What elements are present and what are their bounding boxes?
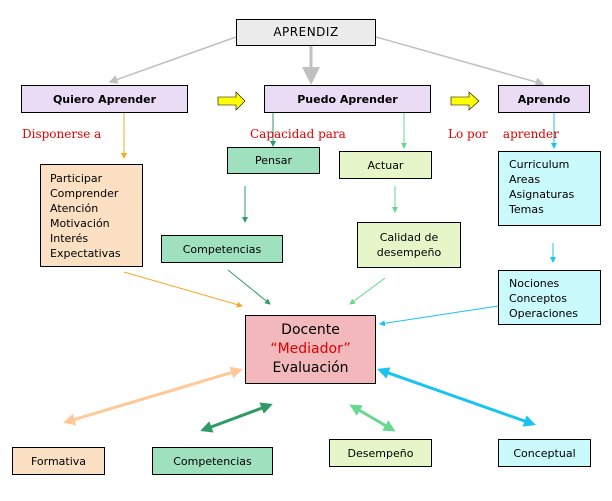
list-item: Expectativas xyxy=(50,247,121,260)
list-item: Nociones xyxy=(509,277,560,290)
eval-conceptual-box: Conceptual xyxy=(498,439,591,467)
yellow-arrow-1 xyxy=(217,91,246,111)
calidad-line2: desempeño xyxy=(376,246,442,259)
aprendiz-title: APRENDIZ xyxy=(273,25,339,39)
stage-label: Aprendo xyxy=(517,92,571,106)
arrow-docente-conceptual xyxy=(377,367,536,427)
competencias-label: Competencias xyxy=(182,242,262,256)
arrow-calidad-docente xyxy=(349,277,386,305)
pensar-label: Pensar xyxy=(255,154,292,167)
aprendiz-box: APRENDIZ xyxy=(236,19,376,46)
arrow-docente-formativa xyxy=(63,366,243,426)
list-item: Interés xyxy=(50,232,89,245)
stage-quiero-aprender: Quiero Aprender xyxy=(21,85,188,113)
calidad-line1: Calidad de xyxy=(379,231,439,244)
actuar-label: Actuar xyxy=(367,158,404,172)
competencias-box: Competencias xyxy=(161,235,283,263)
list-item: Participar xyxy=(50,172,103,185)
eval-competencias-box: Competencias xyxy=(152,447,273,475)
evaluacion-line: Evaluación xyxy=(272,360,349,376)
docente-line: Docente xyxy=(281,322,340,338)
arrow-nociones-docente xyxy=(379,305,499,327)
nociones-box: Nociones Conceptos Operaciones xyxy=(498,270,601,325)
eval-label: Formativa xyxy=(30,454,87,468)
eval-desempeno-box: Desempeño xyxy=(329,439,432,467)
caption-capacidad: Capacidad para xyxy=(250,127,346,141)
eval-label: Desempeño xyxy=(347,446,414,460)
calidad-box: Calidad de desempeño xyxy=(357,222,461,268)
arrow-competencias-docente xyxy=(227,269,271,305)
stage-puedo-aprender: Puedo Aprender xyxy=(264,85,431,113)
pensar-box: Pensar xyxy=(227,147,320,174)
docente-mediador-box: Docente “Mediador” Evaluación xyxy=(245,315,376,384)
eval-label: Competencias xyxy=(173,454,252,468)
quiero-list-box: Participar Comprender Atención Motivació… xyxy=(40,164,143,267)
stage-label: Puedo Aprender xyxy=(297,92,398,106)
list-item: Areas xyxy=(509,173,541,186)
caption-disponerse: Disponerse a xyxy=(22,127,102,141)
list-item: Motivación xyxy=(50,217,110,230)
curriculum-box: Curriculum Areas Asignaturas Temas xyxy=(498,151,601,226)
arrow-docente-competencias xyxy=(200,402,273,433)
arrow-aprendiz-quiero xyxy=(108,36,237,84)
actuar-box: Actuar xyxy=(339,151,432,179)
stage-aprendo: Aprendo xyxy=(498,85,590,113)
eval-formativa-box: Formativa xyxy=(12,447,105,475)
mediador-line: “Mediador” xyxy=(270,341,351,357)
list-item: Comprender xyxy=(50,187,119,200)
list-item: Conceptos xyxy=(509,292,567,305)
caption-lo-por-aprender: Lo por aprender xyxy=(448,127,559,141)
arrow-quiero-docente xyxy=(123,271,243,308)
list-item: Temas xyxy=(509,203,544,216)
list-item: Atención xyxy=(50,202,99,215)
eval-label: Conceptual xyxy=(513,446,576,460)
list-item: Asignaturas xyxy=(509,188,575,201)
list-item: Operaciones xyxy=(509,307,578,320)
arrow-aprendiz-aprendo xyxy=(375,36,545,87)
stage-label: Quiero Aprender xyxy=(52,92,157,106)
yellow-arrow-2 xyxy=(450,91,480,111)
arrow-docente-desempeno xyxy=(349,404,396,432)
list-item: Curriculum xyxy=(509,158,570,171)
